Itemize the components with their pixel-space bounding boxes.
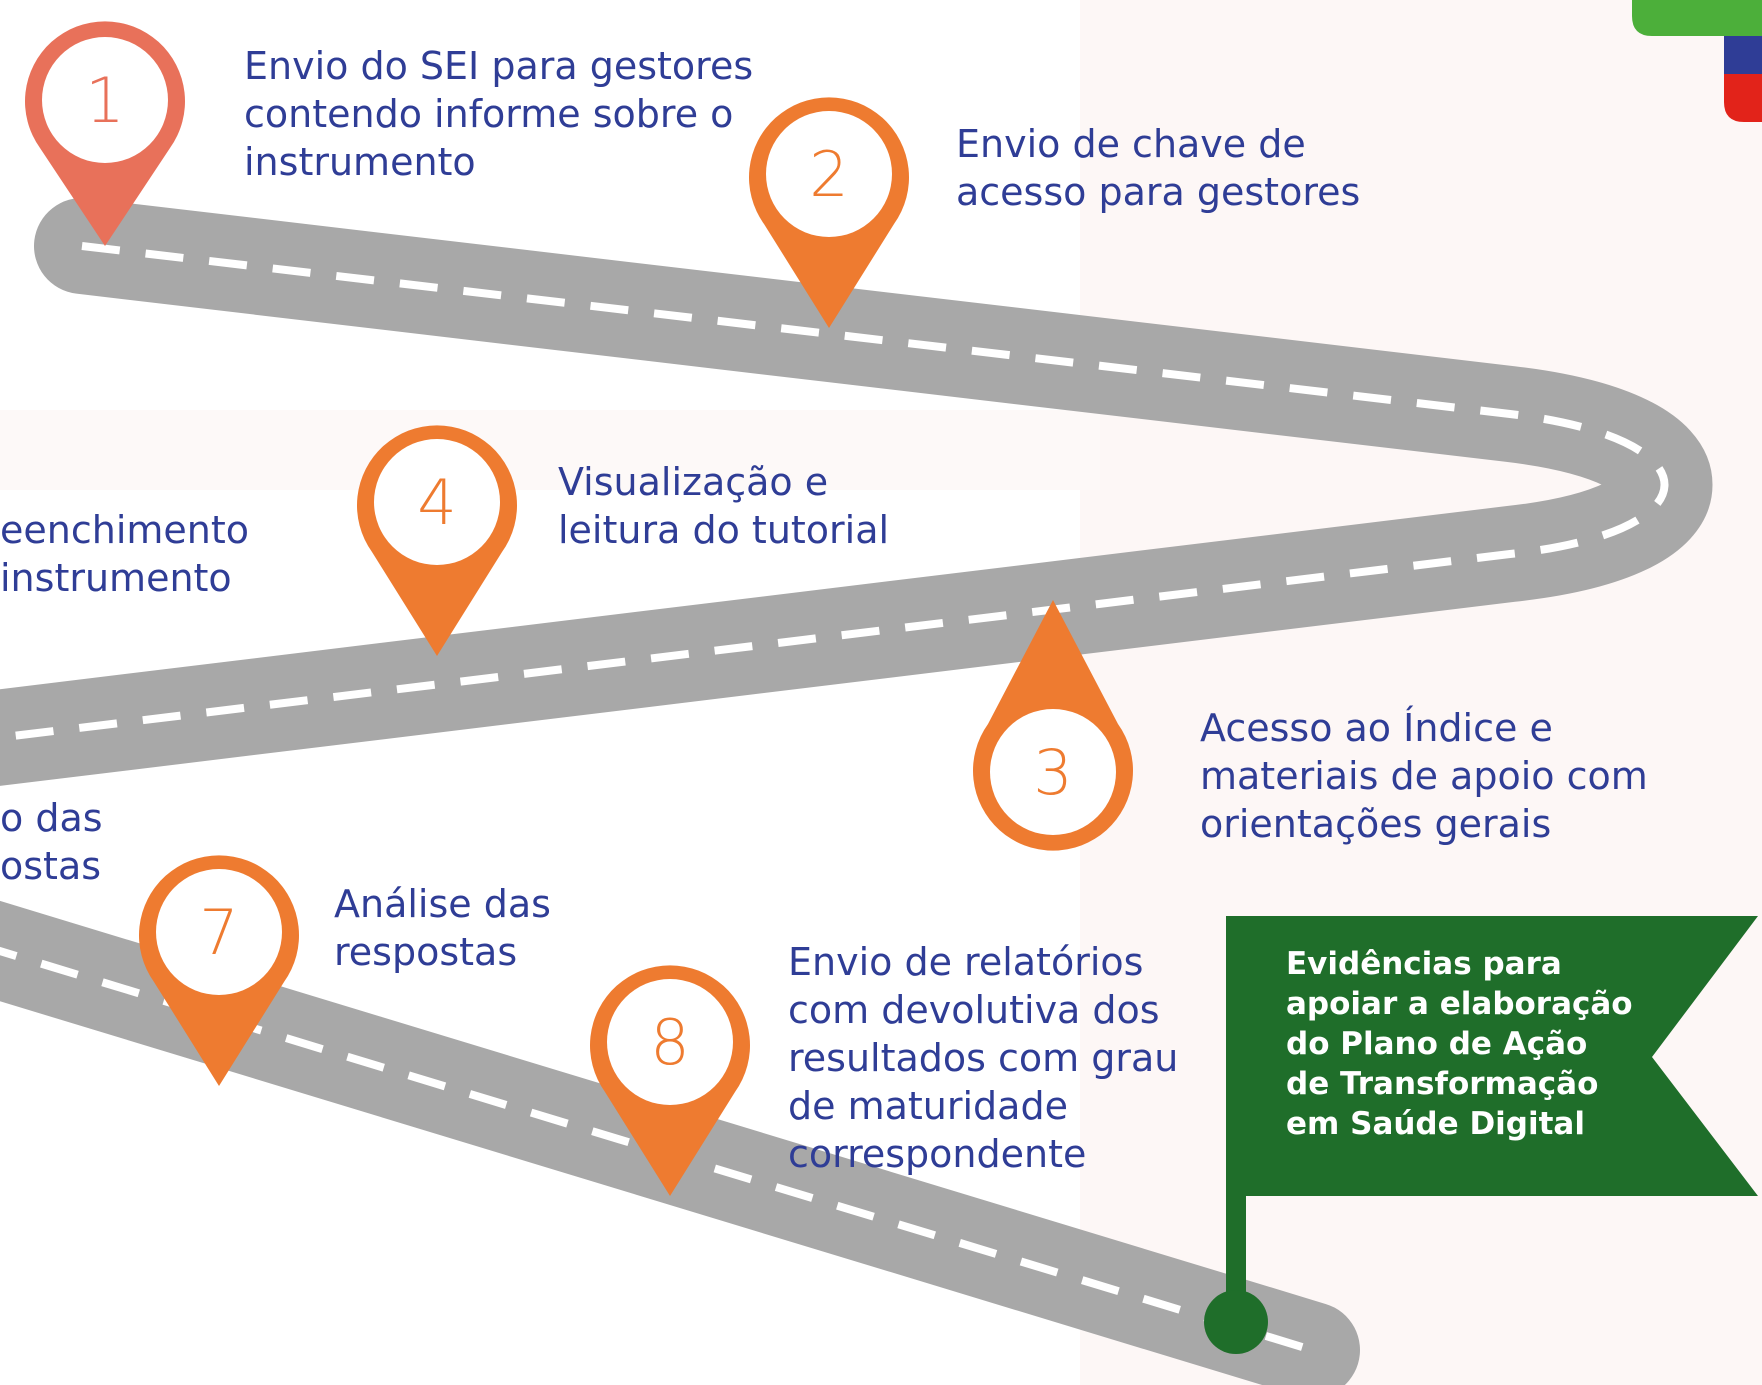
map-pin-icon [357,425,517,656]
step-3-text: Acesso ao Índice e materiais de apoio co… [1200,706,1648,846]
map-pin-icon [25,21,186,247]
flag-banner-text: Evidências para apoiar a elaboração do P… [1286,946,1633,1142]
map-pin-icon [973,600,1133,851]
step-6-partial-text: o das ostas [0,796,103,888]
step-number: 7 [199,896,239,969]
step-8-text: Envio de relatórios com devolutiva dos r… [788,940,1179,1176]
step-number: 1 [85,64,125,137]
map-pin-icon [749,97,909,329]
step-7-text: Análise das respostas [334,882,551,974]
brand-logo-green [1632,0,1762,36]
flag-banner [1226,916,1758,1196]
bg-panel-band [0,410,1100,490]
step-1-text: Envio do SEI para gestores contendo info… [244,44,754,184]
step-pin-2: 2 [744,92,914,332]
step-number: 8 [650,1006,690,1079]
step-pin-3: 3 [968,598,1138,858]
step-pin-7: 7 [134,850,304,1090]
step-number: 4 [417,466,457,539]
map-pin-icon [590,965,750,1196]
step-5-partial-text: eenchimento instrumento [0,508,250,600]
map-pin-icon [139,855,299,1086]
step-pin-1: 1 [20,20,190,250]
brand-logo [1632,0,1762,122]
brand-logo-red [1724,74,1762,122]
step-number: 2 [809,138,849,211]
step-pin-4: 4 [352,420,522,660]
road-center-line [0,242,1669,1354]
step-pin-8: 8 [585,960,755,1200]
flag-base [1204,1290,1268,1354]
step-2-text: Envio de chave de acesso para gestores [956,122,1361,214]
brand-logo-blue [1724,36,1762,74]
step-4-text: Visualização e leitura do tutorial [558,460,890,552]
step-number: 3 [1033,736,1073,809]
